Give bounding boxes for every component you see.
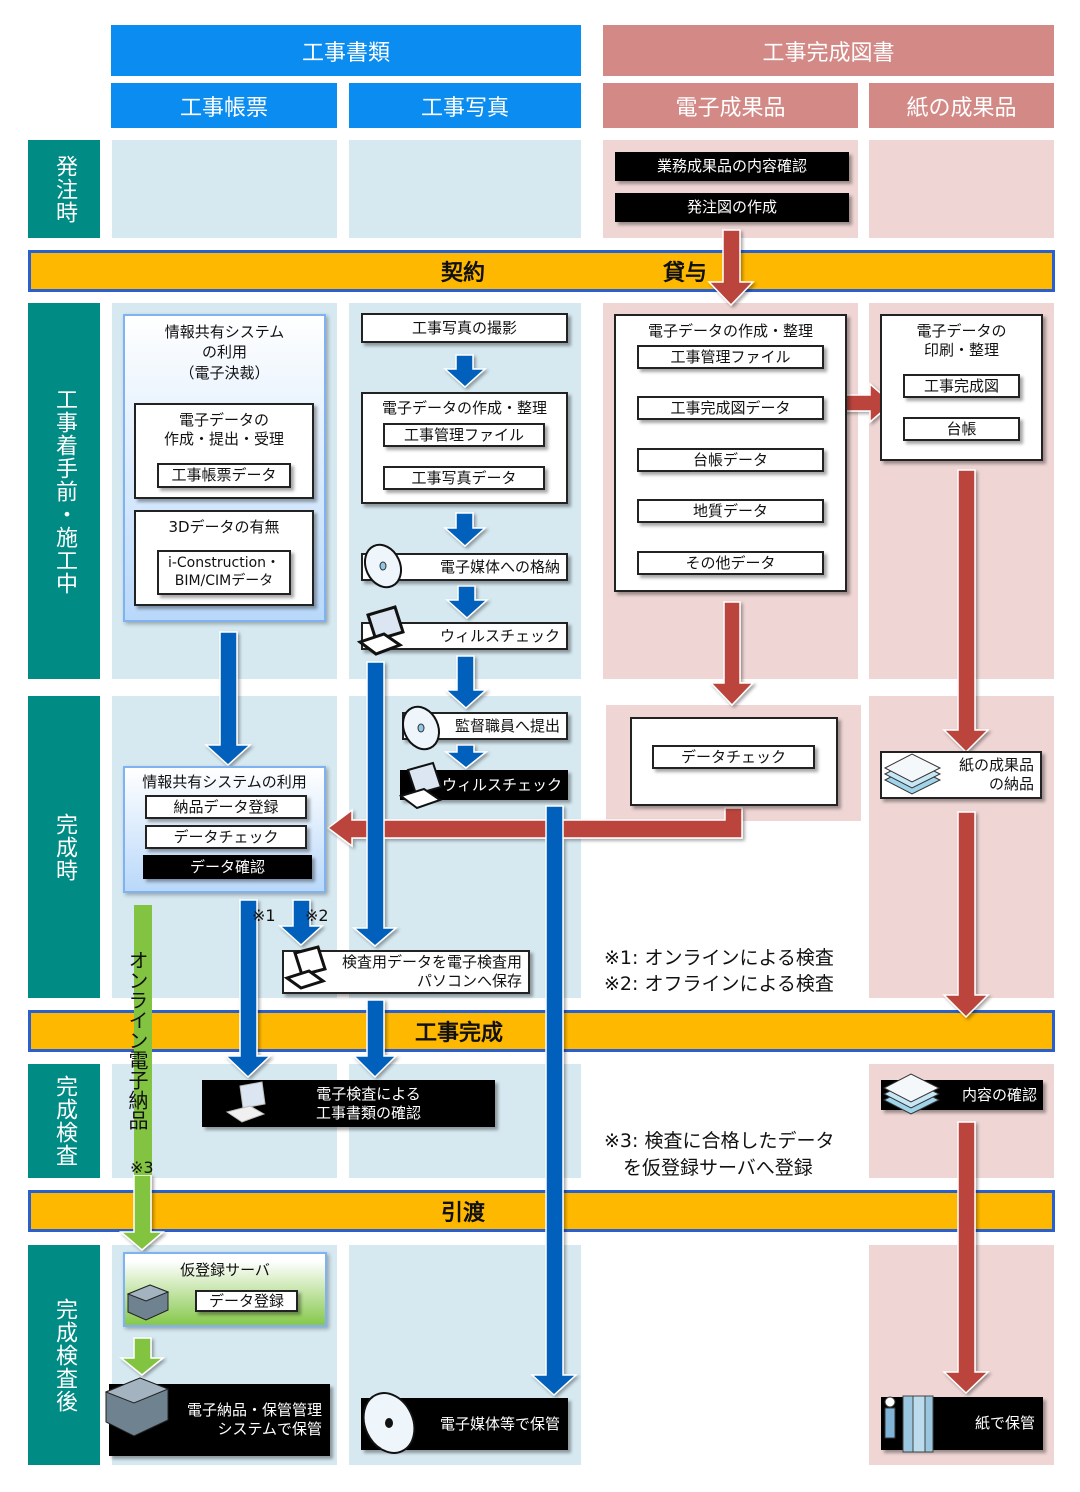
- denshi-data-title: 電子データの 作成・提出・受理: [163, 411, 284, 448]
- denshi-kanri-file-box: 工事管理ファイル: [637, 345, 824, 369]
- red-arrow-kami-down1: [942, 469, 990, 754]
- kari-server-title: 仮登録サーバ: [180, 1261, 270, 1279]
- note-online: ※1: オンラインによる検査: [604, 947, 834, 969]
- paper-stack-icon-naiyo: [882, 1073, 941, 1115]
- row-label-kensa-go: 完成検査後: [28, 1245, 100, 1465]
- kami-hokan-label: 紙で保管: [974, 1414, 1035, 1433]
- blue-arrow-kensapc-down: [352, 999, 398, 1079]
- data-toroku-box: データ登録: [195, 1290, 298, 1312]
- cell-bg: [112, 140, 337, 238]
- green-arrow-hokan: [118, 1337, 166, 1376]
- note3-marker: ※3: [130, 1158, 154, 1177]
- header-koji-chohyo: 工事帳票: [111, 83, 337, 128]
- bar-koji-kansei-label: 工事完成: [415, 1021, 504, 1046]
- kanseizu-data-box: 工事完成図データ: [637, 396, 824, 420]
- bar-hikiwatashi-label: 引渡: [441, 1201, 486, 1226]
- cell-bg: [869, 140, 1054, 238]
- bar-koji-kansei: 工事完成: [28, 1010, 1055, 1052]
- row-label-kansei: 完成時: [28, 696, 100, 998]
- shashin-sakusei-title: 電子データの作成・整理: [381, 399, 547, 417]
- kanseizu-box: 工事完成図: [903, 374, 1020, 398]
- blue-arrow-chohyo-down: [204, 631, 252, 767]
- hokan-system-label: 電子納品・保管管理 システムで保管: [186, 1401, 322, 1438]
- cabinet-person-icon: [884, 1395, 934, 1453]
- note-offline: ※2: オフラインによる検査: [604, 973, 834, 995]
- server-icon-hokan: [104, 1377, 170, 1437]
- note-kari-toroku: ※3: 検査に合格したデータ を仮登録サーバへ登録: [604, 1130, 835, 1179]
- sonota-data-box: その他データ: [637, 551, 824, 575]
- kakuno-label: 電子媒体への格納: [439, 557, 560, 576]
- hacchuzu-box: 発注図の作成: [615, 193, 849, 222]
- cd-icon-kakuno: [364, 543, 402, 589]
- gyomu-kakunin-box: 業務成果品の内容確認: [615, 152, 849, 181]
- row-label-hacchu: 発注時: [28, 140, 100, 238]
- red-arrow-to-datacheck: [709, 601, 755, 707]
- denshi-kensa-label: 電子検査による 工事書類の確認: [315, 1084, 421, 1122]
- cell-bg: [349, 140, 581, 238]
- data3d-title: 3Dデータの有無: [168, 518, 280, 536]
- system-panel-title: 情報共有システム の利用 （電子決裁）: [164, 323, 285, 382]
- kensa-pc-box: 検査用データを電子検査用 パソコンへ保存: [282, 950, 530, 994]
- chohyo-data-box: 工事帳票データ: [157, 463, 291, 488]
- virus2-label: ウィルスチェック: [441, 775, 562, 794]
- system2-title: 情報共有システムの利用: [142, 773, 307, 791]
- blue-arrow-shashin2: [443, 512, 487, 548]
- row-label-kensa: 完成検査: [28, 1064, 100, 1178]
- note2-marker: ※2: [305, 906, 329, 925]
- virus1-label: ウィルスチェック: [439, 626, 560, 645]
- blue-arrow-baitai-long: [530, 805, 578, 1397]
- blue-arrow-offline-2: [278, 899, 324, 947]
- header-koji-shorui: 工事書類: [111, 25, 581, 76]
- laptop-icon-virus1: [356, 605, 405, 656]
- green-arrow-server: [118, 1174, 166, 1251]
- nohin-toroku-box: 納品データ登録: [145, 795, 307, 819]
- shashin-kanri-file-box: 工事管理ファイル: [383, 423, 545, 447]
- baitai-hokan-label: 電子媒体等で保管: [439, 1414, 560, 1433]
- blue-arrow-online-1: [224, 899, 272, 1079]
- daicho-box: 台帳: [903, 417, 1020, 441]
- kensa-pc-label: 検査用データを電子検査用 パソコンへ保存: [341, 953, 522, 990]
- satsuei-box: 工事写真の撮影: [361, 313, 568, 343]
- naiyo-kakunin-label: 内容の確認: [961, 1085, 1037, 1104]
- red-arrow-kami-down3: [942, 1121, 990, 1395]
- blue-arrow-shashin1: [443, 354, 487, 389]
- daicho-data-box: 台帳データ: [637, 448, 824, 472]
- paper-stack-icon-nohin: [883, 753, 942, 795]
- server-icon-kari: [126, 1284, 170, 1321]
- blue-arrow-shashin5: [443, 744, 489, 769]
- laptop-icon-kensa-pc: [283, 945, 327, 990]
- red-arrow-kami-down2: [942, 811, 990, 1019]
- chishitsu-data-box: 地質データ: [637, 499, 824, 523]
- kami-nohin-label: 紙の成果品 の納品: [958, 756, 1034, 793]
- teishutsu-label: 監督職員へ提出: [454, 716, 560, 735]
- cd-icon-baitai: [362, 1392, 416, 1454]
- icon-data-box: i-Construction・ BIM/CIMデータ: [157, 550, 291, 595]
- bar-keiyaku-label: 契約: [441, 261, 486, 286]
- blue-arrow-long-offline: [351, 661, 399, 947]
- header-koji-kansei-zusho: 工事完成図書: [603, 25, 1054, 76]
- note1-marker: ※1: [252, 906, 276, 925]
- blue-arrow-shashin3: [445, 585, 489, 620]
- bar-taiyo-label: 貸与: [663, 261, 708, 286]
- laptop-icon-denshi-kensa: [225, 1081, 266, 1123]
- shashin-data-box: 工事写真データ: [383, 466, 545, 490]
- header-koji-shashin: 工事写真: [349, 83, 581, 128]
- denshi-sakusei-title: 電子データの作成・整理: [647, 322, 813, 340]
- laptop-icon-virus2: [398, 761, 443, 810]
- bar-hikiwatashi: 引渡: [28, 1190, 1055, 1232]
- header-denshi-seikahin: 電子成果品: [603, 83, 858, 128]
- blue-arrow-shashin4: [444, 655, 488, 710]
- red-arrow-hacchu-down: [707, 229, 755, 307]
- bar-keiyaku: 契約 貸与: [28, 250, 1055, 292]
- row-label-chakushu: 工事着手前・施工中: [28, 303, 100, 679]
- chohyo-data-check-box: データチェック: [145, 825, 307, 849]
- data-kakunin-box: データ確認: [143, 855, 312, 879]
- header-kami-seikahin: 紙の成果品: [869, 83, 1054, 128]
- cd-icon-teishutsu: [402, 705, 440, 751]
- denshi-data-check-box: データチェック: [652, 745, 815, 769]
- insatsu-title: 電子データの 印刷・整理: [916, 322, 1007, 359]
